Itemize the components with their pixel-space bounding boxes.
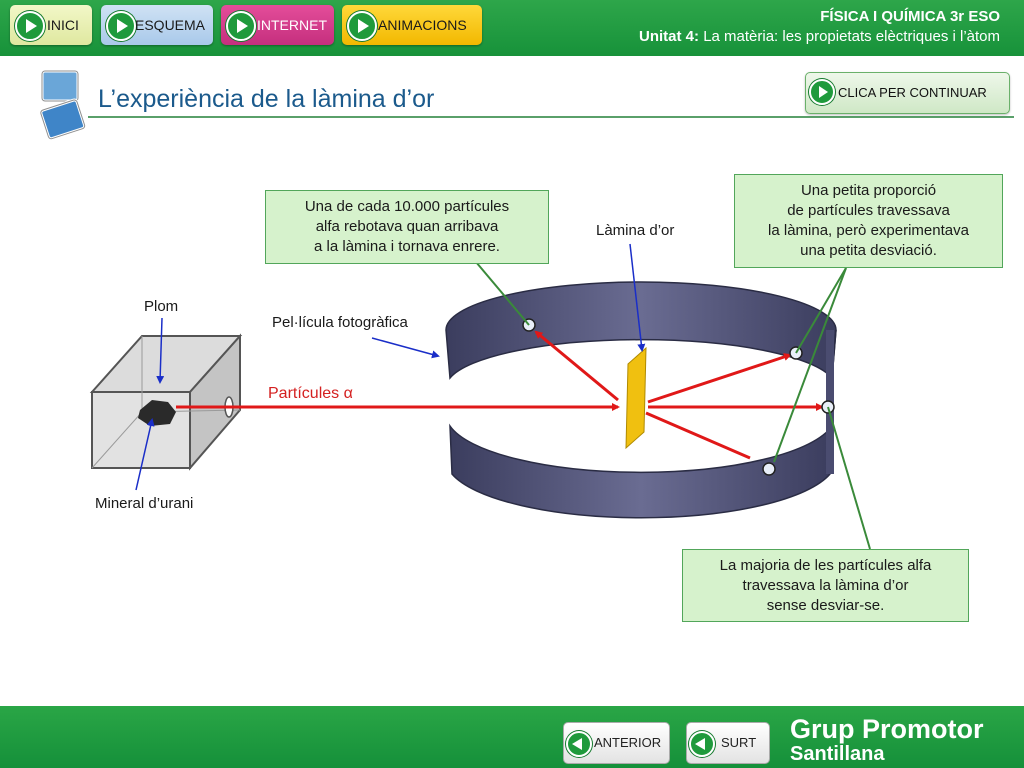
- deflected-ray: [647, 353, 792, 404]
- callout-majority: La majoria de les partícules alfa traves…: [682, 549, 969, 622]
- unit-title: Unitat 4: La matèria: les propietats elè…: [639, 28, 1000, 45]
- continue-button[interactable]: CLICA PER CONTINUAR: [805, 72, 1010, 114]
- play-icon: [809, 79, 835, 105]
- play-icon: [347, 11, 377, 41]
- callout-line: a la làmina i tornava enrere.: [314, 238, 500, 255]
- label-pelicula: Pel·lícula fotogràfica: [272, 314, 408, 331]
- internet-label: INTERNET: [257, 17, 327, 33]
- callout-line: travessava la làmina d’or: [742, 577, 909, 594]
- surt-label: SURT: [721, 735, 757, 750]
- callout-line: alfa rebotava quan arribava: [315, 218, 499, 235]
- play-icon: [226, 11, 256, 41]
- animacions-button[interactable]: ANIMACIONS: [342, 5, 482, 45]
- inici-button[interactable]: INICI: [10, 5, 92, 45]
- brand-logo: Grup Promotor Santillana: [790, 714, 984, 766]
- brand-line1: Grup Promotor: [790, 714, 984, 744]
- animacions-label: ANIMACIONS: [378, 17, 467, 33]
- surt-button[interactable]: SURT: [686, 722, 770, 764]
- course-title: FÍSICA I QUÍMICA 3r ESO: [820, 8, 1000, 25]
- anterior-button[interactable]: ANTERIOR: [563, 722, 670, 764]
- page-title: L’experiència de la làmina d’or: [98, 85, 435, 113]
- esquema-label: ESQUEMA: [135, 17, 206, 33]
- callout-small-deflection: Una petita proporció de partícules trave…: [734, 174, 1003, 268]
- slides-icon: [39, 69, 87, 140]
- esquema-button[interactable]: ESQUEMA: [101, 5, 213, 45]
- top-navigation-bar: INICI ESQUEMA INTERNET ANIMACIONS FÍSICA…: [0, 0, 1024, 56]
- play-icon: [106, 11, 136, 41]
- label-lamina: Làmina d’or: [596, 222, 675, 239]
- pointer-arrow: [629, 243, 646, 352]
- label-plom: Plom: [144, 298, 179, 315]
- continue-label: CLICA PER CONTINUAR: [838, 85, 987, 100]
- label-particules: Partícules α: [268, 385, 353, 402]
- callout-line: de partícules travessava: [787, 202, 950, 219]
- pointer-arrow: [135, 418, 155, 491]
- label-mineral: Mineral d’urani: [95, 495, 194, 512]
- connector-line: [475, 261, 530, 326]
- callout-line: sense desviar-se.: [766, 597, 885, 614]
- anterior-label: ANTERIOR: [594, 735, 662, 750]
- callout-line: una petita desviació.: [800, 242, 937, 259]
- pointer-arrow: [156, 317, 165, 384]
- brand-line2: Santillana: [790, 743, 885, 765]
- photographic-film-ring: [445, 281, 837, 380]
- play-icon: [15, 11, 45, 41]
- callout-line: Una petita proporció: [800, 182, 937, 199]
- unit-name: La matèria: les propietats elèctriques i…: [703, 28, 1000, 45]
- rebound-ray: [534, 330, 619, 402]
- callout-line: La majoria de les partícules alfa: [719, 557, 932, 574]
- inici-label: INICI: [47, 17, 79, 33]
- deflected-ray-down: [645, 411, 751, 460]
- lead-box: [89, 333, 243, 471]
- connector-line: [773, 267, 847, 463]
- bottom-bar: ANTERIOR SURT Grup Promotor Santillana: [0, 706, 1024, 768]
- back-icon: [566, 731, 592, 757]
- pointer-arrow: [371, 337, 440, 359]
- impact-marker: [762, 462, 776, 476]
- title-divider: [88, 116, 1014, 118]
- connector-line: [795, 267, 847, 354]
- gold-foil: [625, 346, 647, 450]
- callout-line: Una de cada 10.000 partícules: [304, 198, 510, 215]
- back-icon: [689, 731, 715, 757]
- callout-rebound: Una de cada 10.000 partícules alfa rebot…: [265, 190, 549, 264]
- callout-line: la làmina, però experimentava: [768, 222, 969, 239]
- connector-line: [827, 406, 871, 550]
- unit-prefix: Unitat 4:: [639, 28, 700, 45]
- internet-button[interactable]: INTERNET: [221, 5, 334, 45]
